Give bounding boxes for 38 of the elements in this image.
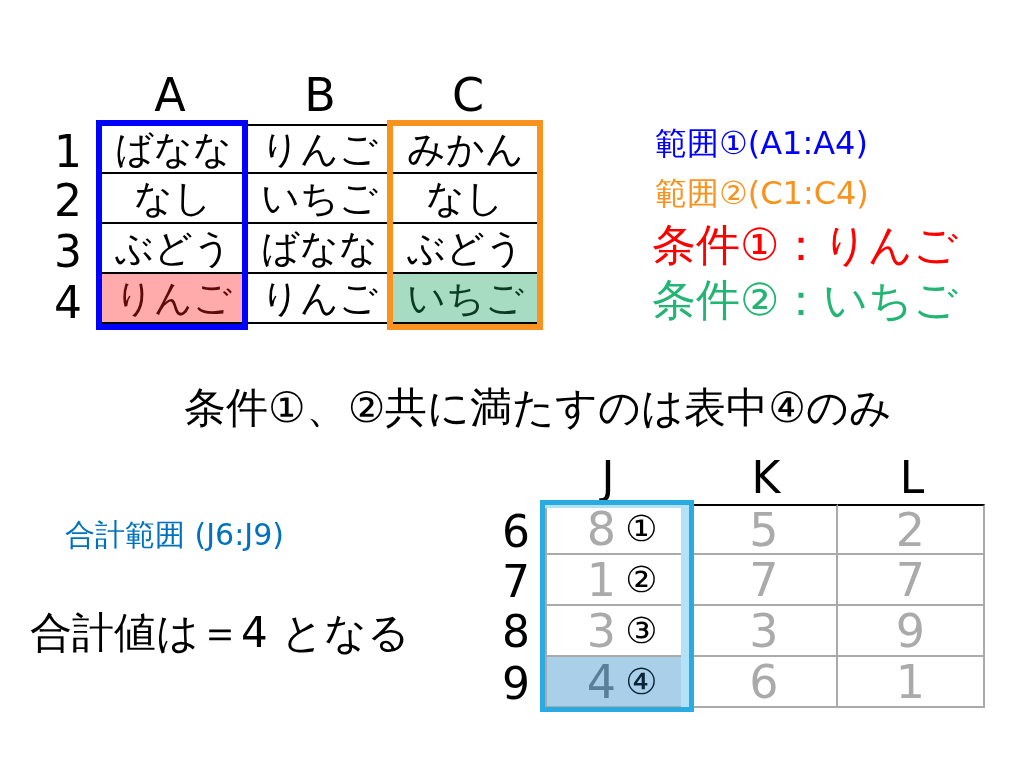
column-header: C <box>451 72 485 118</box>
table-cell: 7 <box>692 555 838 606</box>
circled-number: ① <box>625 510 658 547</box>
row-header: 6 <box>502 510 530 554</box>
circled-number: ③ <box>625 612 658 649</box>
range-label: 範囲①(A1:A4) <box>655 127 868 159</box>
row-header: 8 <box>502 610 530 654</box>
circled-number: ② <box>625 561 658 598</box>
range-label: 範囲②(C1:C4) <box>655 177 869 209</box>
highlighted-cell: いちご <box>390 274 540 324</box>
row-header: 1 <box>54 130 82 174</box>
row-header: 4 <box>54 281 82 325</box>
result-text: 合計値は＝4 となる <box>30 612 411 654</box>
table-cell: 3 <box>692 606 838 657</box>
table-cell: 9 <box>838 606 985 657</box>
cell-value: 1 <box>586 556 616 603</box>
circled-number: ④ <box>625 663 658 700</box>
table-cell: りんご <box>248 124 390 174</box>
column-header: L <box>899 456 925 500</box>
sum-range-label: 合計範囲 (J6:J9) <box>65 520 284 550</box>
column-header: K <box>751 456 781 500</box>
cell-value: 3 <box>586 607 616 654</box>
table-cell: 2 <box>838 504 985 555</box>
cell-value: 8 <box>586 505 616 552</box>
condition-label: 条件①：りんご <box>652 223 959 267</box>
column-header: A <box>154 72 186 118</box>
table-cell: 1 <box>838 657 985 708</box>
table-cell: 6 <box>692 657 838 708</box>
row-header: 2 <box>54 179 82 223</box>
row-header: 9 <box>502 662 530 706</box>
row-header: 3 <box>54 230 82 274</box>
column-header: B <box>304 72 336 118</box>
table-cell: 5 <box>692 504 838 555</box>
table-cell: 7 <box>838 555 985 606</box>
condition-label: 条件②：いちご <box>652 278 959 322</box>
explanation-text: 条件①、②共に満たすのは表中④のみ <box>184 387 892 429</box>
cell-value: 4 <box>586 658 616 705</box>
row-header: 7 <box>502 560 530 604</box>
